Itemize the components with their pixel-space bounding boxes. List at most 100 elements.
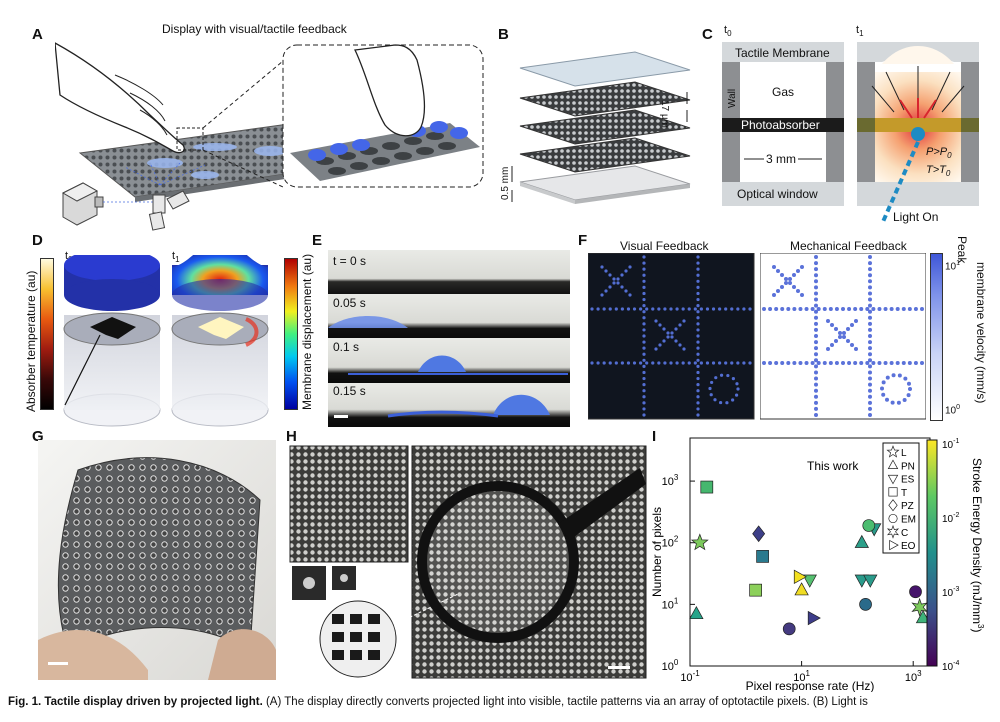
point-em-1	[859, 598, 872, 611]
panel-d-label: D	[32, 232, 43, 249]
panel-d-left-colorbar	[40, 258, 54, 410]
point-t-0	[700, 480, 714, 494]
panel-c-pixel-schematic	[722, 42, 979, 222]
panel-g-label: G	[32, 428, 44, 445]
panel-c-temperature-label: T>T0	[926, 164, 951, 179]
legend-label-c: C	[901, 528, 908, 539]
panel-f-label: F	[578, 232, 588, 249]
panel-d-right-axis-label: Membrane displacement (au)	[300, 253, 314, 410]
point-es-2	[863, 574, 878, 588]
point-em-2	[862, 519, 876, 532]
panel-i-scatter-chart: 10-1 101 103 100 101 102 103 Pixel response ra…	[650, 437, 985, 692]
point-t-1	[749, 583, 762, 597]
panel-f-colorbar-bottom-tick: 100	[945, 404, 961, 417]
panel-i-colorbar	[926, 439, 938, 667]
y-tick-label-1: 101	[662, 596, 679, 611]
panel-f-mechanical-feedback-map	[760, 253, 926, 420]
point-pn-2	[854, 534, 870, 548]
x-tick-label-2: 103	[905, 669, 922, 684]
panel-f-visual-title: Visual Feedback	[620, 239, 709, 253]
panel-c-pressure-label: P>P0	[926, 146, 952, 161]
panel-f-colorbar-top-tick: 101	[945, 260, 961, 273]
point-t-2	[756, 550, 769, 563]
this-work-annotation: This work	[807, 459, 859, 473]
point-eo-1	[807, 610, 821, 626]
panel-f-colorbar-title-1: Peak	[955, 236, 969, 264]
point-pn-3	[915, 610, 931, 624]
legend-label-em: EM	[901, 515, 916, 526]
panel-a-illustration	[55, 42, 484, 231]
point-eo-0	[793, 569, 807, 584]
panel-f-mechanical-title: Mechanical Feedback	[790, 239, 907, 253]
x-tick-label-0: 10-1	[680, 669, 700, 684]
legend-label-es: ES	[901, 475, 915, 486]
panel-h-photo-display-boards	[288, 444, 648, 680]
legend-marker-pn	[887, 459, 899, 470]
legend-marker-t	[888, 487, 898, 497]
y-tick-label-2: 102	[662, 535, 679, 550]
y-axis-label: Number of pixels	[650, 507, 664, 597]
colorbar-tick-2: 10-3	[942, 586, 959, 599]
x-tick-label-1: 101	[793, 669, 810, 684]
panel-f-visual-feedback-image	[588, 253, 755, 420]
legend-label-t: T	[901, 488, 907, 499]
figure-caption: Fig. 1. Tactile display driven by projec…	[8, 696, 998, 722]
panel-b-base-thickness-label: 0.5 mm	[500, 166, 511, 200]
colorbar-tick-1: 10-2	[942, 512, 959, 525]
colorbar-tick-3: 10-4	[942, 660, 959, 673]
panel-b-layer-stack	[511, 51, 691, 204]
panel-e-frame-3-time: 0.1 s	[333, 340, 360, 354]
panel-h-label: H	[286, 428, 297, 445]
panel-e-frame-4-time: 0.15 s	[333, 384, 366, 398]
panel-e-frame-1-time: t = 0 s	[333, 254, 367, 268]
panel-c-t1: t1	[856, 24, 864, 39]
legend-label-pn: PN	[901, 461, 915, 472]
point-em-3	[909, 585, 922, 599]
panel-f-colorbar	[930, 253, 943, 421]
panel-f-colorbar-title-2: membrane velocity (mm/s)	[974, 262, 988, 404]
x-axis-label: Pixel response rate (Hz)	[746, 679, 875, 692]
panel-d-left-axis-label: Absorber temperature (au)	[24, 270, 38, 412]
panel-g-photo-flexible-display	[38, 440, 276, 680]
panel-e-frame-1	[328, 250, 570, 294]
y-tick-label-0: 100	[662, 658, 679, 673]
colorbar-tick-0: 10-1	[942, 438, 959, 451]
panel-c-t0: t0	[724, 24, 732, 39]
panel-d-right-colorbar	[284, 258, 298, 410]
panel-e-label: E	[312, 232, 323, 249]
legend-marker-es	[887, 474, 899, 485]
legend-label-l: L	[901, 448, 907, 459]
point-pn-0	[689, 605, 704, 620]
panel-a-title: Display with visual/tactile feedback	[162, 22, 347, 36]
panel-d-t1: t1	[172, 250, 180, 265]
legend-marker-em	[888, 513, 898, 524]
legend-label-eo: EO	[901, 541, 916, 552]
legend-marker-l	[886, 445, 900, 458]
panel-e-frame-2-time: 0.05 s	[333, 296, 366, 310]
panel-b-label: B	[498, 26, 509, 43]
panel-c-wall-label: Wall	[727, 88, 738, 108]
legend-marker-c	[886, 524, 900, 539]
point-es-0	[802, 574, 817, 588]
legend-marker-pz	[888, 499, 898, 512]
panel-e-frame-2	[328, 294, 570, 338]
point-pn-1	[794, 582, 809, 596]
panel-i-label: I	[652, 428, 657, 445]
caption-bold: Fig. 1. Tactile display driven by projec…	[8, 696, 263, 708]
point-pz-0	[752, 525, 766, 543]
panel-i-colorbar-title: Stroke Energy Density (mJ/mm3)	[970, 458, 985, 633]
panel-b-thickness-label: 17 µm	[659, 100, 670, 128]
panel-c-light-label: Light On	[893, 210, 939, 224]
panel-c-label: C	[702, 26, 713, 43]
point-em-0	[782, 622, 796, 636]
y-tick-label-3: 103	[662, 473, 679, 488]
panel-c-window-label: Optical window	[737, 187, 818, 201]
legend-label-pz: PZ	[901, 501, 914, 512]
panel-d-simulation	[63, 255, 269, 427]
panel-a-label: A	[32, 26, 43, 43]
legend-marker-eo	[889, 539, 899, 551]
panel-c-gas-label: Gas	[772, 85, 795, 99]
panel-c-absorber-label: Photoabsorber	[741, 118, 820, 132]
panel-e-droplets	[328, 316, 568, 418]
caption-text: (A) The display directly converts projec…	[262, 696, 868, 708]
